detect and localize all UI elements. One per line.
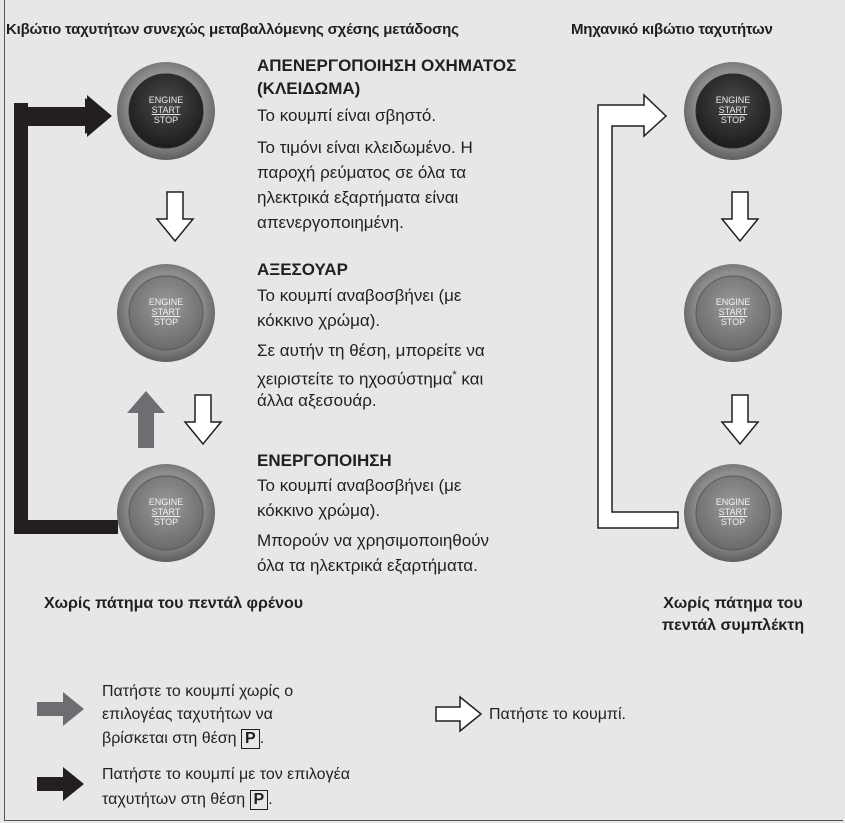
- button-text-start: START: [151, 507, 181, 517]
- button-label-acc: ENGINE START STOP: [140, 297, 192, 327]
- legend-black-arrow: [37, 767, 84, 801]
- legend-period: .: [259, 730, 265, 747]
- p-position-box: P: [249, 790, 269, 810]
- legend-gray-text-3a: βρίσκεται στη θέση: [102, 730, 237, 747]
- button-text-engine: ENGINE: [148, 497, 184, 507]
- on-line-3: Μπορούν να χρησιμοποιηθούν: [257, 531, 490, 550]
- black-loop-arrow: [14, 98, 118, 528]
- engine-button-manual-off: [684, 62, 782, 160]
- off-line-3: παροχή ρεύματος σε όλα τα: [257, 163, 467, 182]
- legend-black-text-1: Πατήστε το κουμπί με τον επιλογέα: [102, 766, 350, 783]
- off-title-2: (ΚΛΕΙΔΩΜΑ): [257, 79, 361, 98]
- acc-line-5: άλλα αξεσουάρ.: [257, 391, 377, 410]
- engine-button-manual-acc: [684, 264, 782, 362]
- button-text-stop: STOP: [153, 115, 179, 125]
- clutch-caption-1: Χωρίς πάτημα του: [663, 595, 803, 612]
- button-text-start: START: [151, 307, 181, 317]
- button-text-stop: STOP: [720, 115, 746, 125]
- acc-line-4-text: χειριστείτε το ηχοσύστημα: [257, 369, 453, 389]
- legend-white-text: Πατήστε το κουμπί.: [489, 706, 626, 723]
- footnote-star: *: [452, 369, 457, 381]
- acc-line-3: Σε αυτήν τη θέση, μπορείτε να: [257, 341, 485, 360]
- black-loop-arrow-head: [14, 95, 112, 137]
- brake-caption: Χωρίς πάτημα του πεντάλ φρένου: [44, 595, 304, 612]
- p-position-box: P: [241, 729, 260, 749]
- engine-button-off: [117, 62, 215, 160]
- button-text-start: START: [718, 307, 748, 317]
- off-line-4: ηλεκτρικά εξαρτήματα είναι: [257, 188, 459, 207]
- button-label-manual-on: ENGINE START STOP: [707, 497, 759, 527]
- off-line-1: Το κουμπί είναι σβηστό.: [257, 106, 437, 125]
- button-text-stop: STOP: [153, 517, 179, 527]
- off-title-1: ΑΠΕΝΕΡΓΟΠΟΙΗΣΗ ΟΧΗΜΑΤΟΣ: [257, 56, 517, 75]
- legend-black-text-2: ταχυτήτων στη θέση P.: [102, 789, 273, 811]
- button-text-engine: ENGINE: [715, 497, 751, 507]
- gray-up-arrow: [127, 391, 165, 448]
- button-text-start: START: [718, 507, 748, 517]
- button-label-off: ENGINE START STOP: [140, 95, 192, 125]
- cvt-section-title: Κιβώτιο ταχυτήτων συνεχώς μεταβαλλόμενης…: [6, 21, 459, 38]
- acc-title: ΑΞΕΣΟΥΑΡ: [257, 260, 348, 279]
- button-text-engine: ENGINE: [148, 297, 184, 307]
- on-title: ΕΝΕΡΓΟΠΟΙΗΣΗ: [257, 451, 392, 470]
- button-text-engine: ENGINE: [715, 297, 751, 307]
- acc-line-4: χειριστείτε το ηχοσύστημα* και: [257, 363, 483, 392]
- legend-white-arrow: [435, 695, 483, 733]
- black-loop-arrow-left: [14, 103, 28, 534]
- button-text-start: START: [718, 105, 748, 115]
- black-loop-arrow-bottom: [14, 520, 118, 534]
- manual-section-title: Μηχανικό κιβώτιο ταχυτήτων: [571, 21, 773, 38]
- clutch-caption-2: πεντάλ συμπλέκτη: [661, 617, 805, 634]
- button-label-manual-off: ENGINE START STOP: [707, 95, 759, 125]
- engine-button-acc: [117, 264, 215, 362]
- acc-line-1: Το κουμπί αναβοσβήνει (με: [257, 286, 462, 305]
- button-text-stop: STOP: [153, 317, 179, 327]
- off-line-2: Το τιμόνι είναι κλειδωμένο. Η: [257, 138, 473, 157]
- button-text-stop: STOP: [720, 517, 746, 527]
- frame-border: [4, 0, 843, 821]
- engine-button-on: [117, 464, 215, 562]
- on-line-1: Το κουμπί αναβοσβήνει (με: [257, 476, 462, 495]
- button-label-on: ENGINE START STOP: [140, 497, 192, 527]
- acc-line-2: κόκκινο χρώμα).: [257, 311, 381, 330]
- button-text-engine: ENGINE: [715, 95, 751, 105]
- legend-gray-text-2: επιλογέας ταχυτήτων να: [102, 706, 273, 723]
- legend-black-text-2a: ταχυτήτων στη θέση: [102, 791, 246, 808]
- white-loop-arrow: [597, 93, 679, 529]
- on-line-4: όλα τα ηλεκτρικά εξαρτήματα.: [257, 556, 478, 575]
- off-line-5: απενεργοποιημένη.: [257, 213, 404, 232]
- on-line-2: κόκκινο χρώμα).: [257, 501, 381, 520]
- white-down-arrow-4: [720, 394, 760, 446]
- button-text-start: START: [151, 105, 181, 115]
- white-down-arrow-2: [183, 394, 223, 446]
- legend-period: .: [268, 791, 273, 808]
- button-text-engine: ENGINE: [148, 95, 184, 105]
- legend-gray-text-3: βρίσκεται στη θέση P.: [102, 728, 264, 750]
- legend-gray-text-1: Πατήστε το κουμπί χωρίς ο: [102, 683, 294, 700]
- acc-line-4-end: και: [456, 369, 484, 389]
- button-label-manual-acc: ENGINE START STOP: [707, 297, 759, 327]
- engine-button-manual-on: [684, 464, 782, 562]
- button-text-stop: STOP: [720, 317, 746, 327]
- white-down-arrow-3: [720, 191, 760, 243]
- legend-gray-arrow: [37, 692, 84, 726]
- white-down-arrow-1: [155, 191, 195, 243]
